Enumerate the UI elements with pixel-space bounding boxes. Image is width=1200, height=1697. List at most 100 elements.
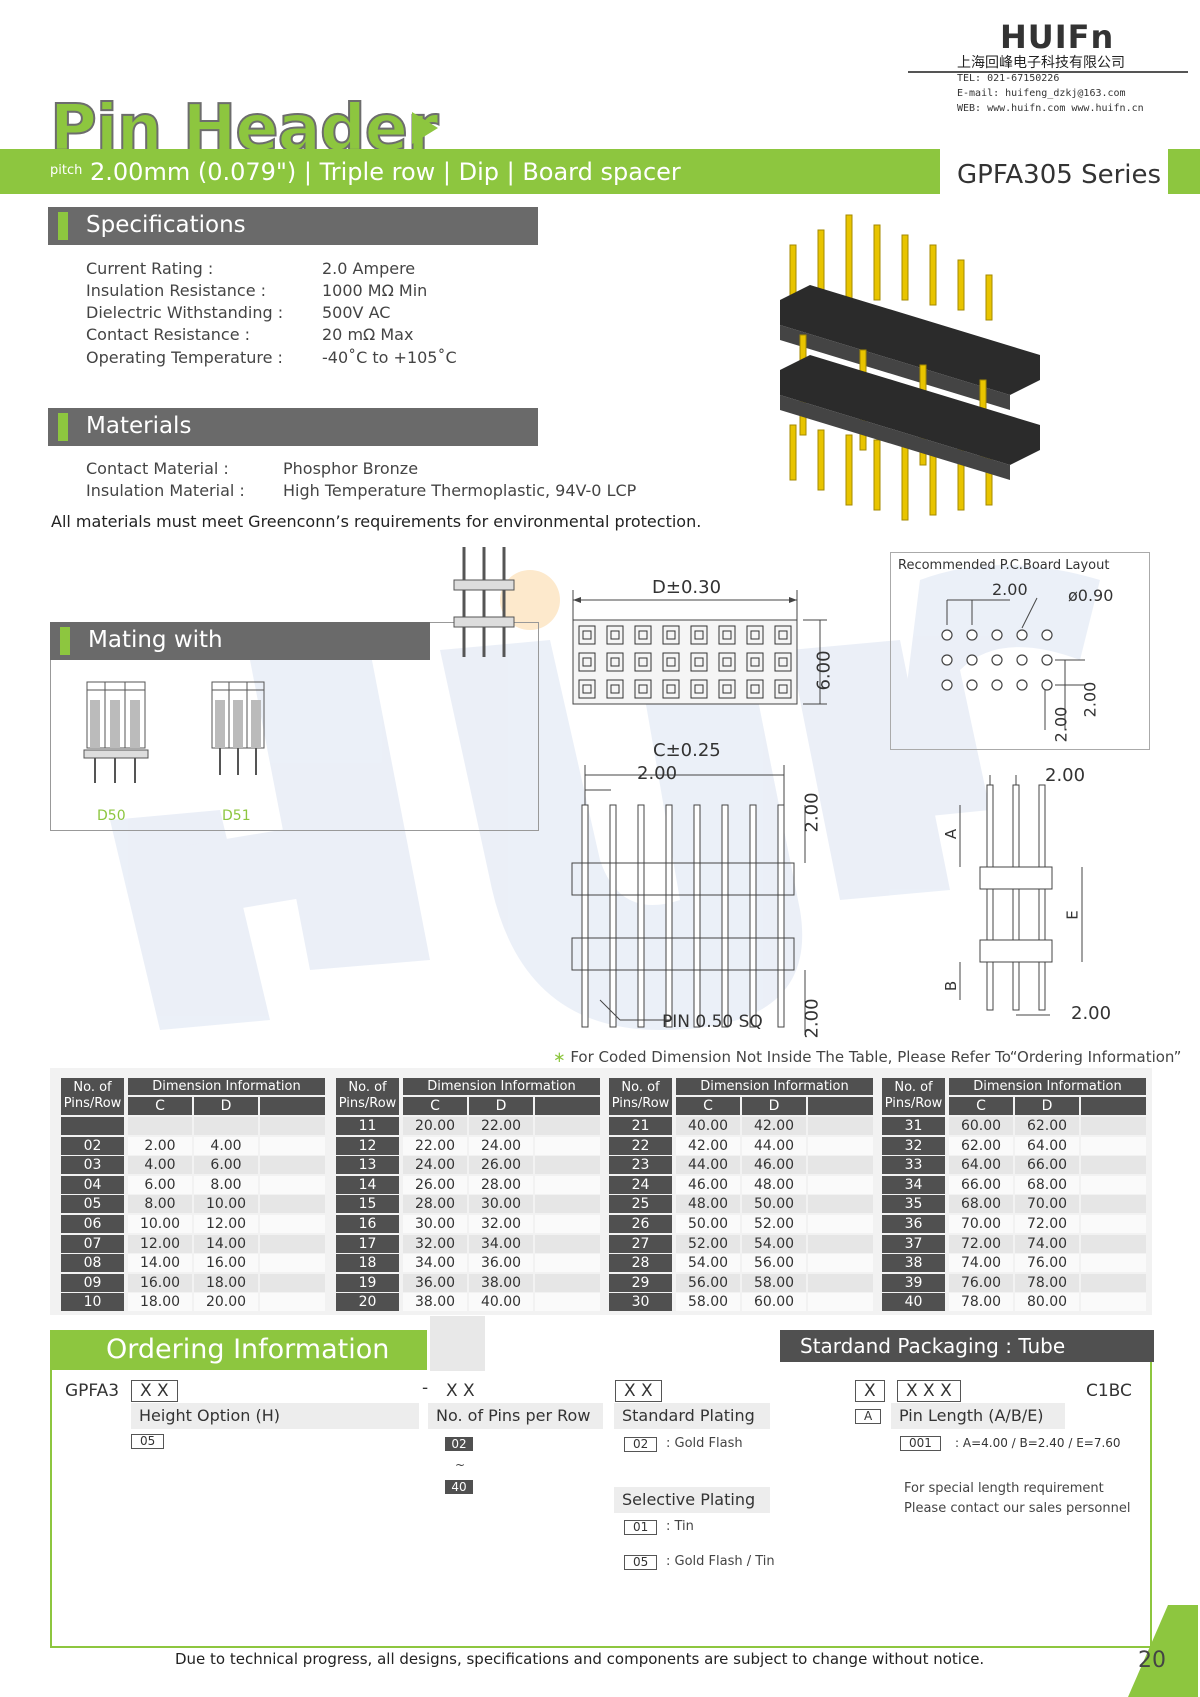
subtitle-text: 2.00mm (0.079") | Triple row | Dip | Boa… xyxy=(90,158,681,186)
cell-pins: 30 xyxy=(609,1293,672,1312)
brand-logo: HUIFn xyxy=(1000,18,1115,56)
cell-blank xyxy=(1081,1117,1146,1135)
cell-d: 80.00 xyxy=(1015,1293,1079,1312)
contact-web: WEB: www.huifn.com www.huifn.cn xyxy=(957,103,1144,114)
cell-c: 14.00 xyxy=(128,1254,192,1273)
cell-blank xyxy=(260,1293,325,1312)
top-dim-d: D±0.30 xyxy=(652,577,722,598)
cell-pins: 20 xyxy=(336,1293,399,1312)
cell-pins: 29 xyxy=(609,1273,672,1292)
front-dim-bottom: 2.00 xyxy=(801,998,823,1039)
material-value: High Temperature Thermoplastic, 94V-0 LC… xyxy=(283,481,637,500)
top-view-cell xyxy=(690,652,708,672)
header-pins-per-row: No. of Pins/Row xyxy=(609,1078,672,1115)
special-length-note-2: Please contact our sales personnel xyxy=(904,1501,1131,1516)
cell-c: 56.00 xyxy=(676,1273,740,1292)
cell-d: 74.00 xyxy=(1015,1234,1079,1253)
cell-c: 78.00 xyxy=(949,1293,1013,1312)
cell-pins: 11 xyxy=(336,1117,399,1135)
cell-blank xyxy=(1081,1156,1146,1175)
cell-pins: 24 xyxy=(609,1175,672,1194)
cell-c: 10.00 xyxy=(128,1215,192,1233)
contact-email: E-mail: huifeng_dzkj@163.com xyxy=(957,88,1126,99)
cell-d: 60.00 xyxy=(742,1293,806,1312)
cell-d: 64.00 xyxy=(1015,1136,1079,1155)
top-view-cell xyxy=(634,652,652,672)
pcb-layout-drawing xyxy=(941,597,1085,730)
spec-value: 1000 MΩ Min xyxy=(322,281,428,300)
mating-header: Mating with xyxy=(50,622,430,660)
top-view-cell xyxy=(774,652,792,672)
height-option-label: Height Option (H) xyxy=(131,1403,419,1429)
header-blank xyxy=(260,1097,325,1115)
cell-d: 58.00 xyxy=(742,1273,806,1292)
cell-c: 4.00 xyxy=(128,1156,192,1175)
cell-blank xyxy=(1081,1175,1146,1194)
top-view-cell xyxy=(606,652,624,672)
cell-d: 68.00 xyxy=(1015,1175,1079,1194)
cell-pins: 02 xyxy=(61,1136,124,1155)
material-label: Contact Material : xyxy=(86,459,229,478)
top-view-pin xyxy=(666,630,676,640)
cell-blank xyxy=(1081,1234,1146,1253)
ordering-header: Ordering Information xyxy=(50,1330,427,1370)
cell-pins: 19 xyxy=(336,1273,399,1292)
cell-blank xyxy=(260,1136,325,1155)
pcb-dim-v2: 2.00 xyxy=(1051,706,1071,743)
cell-c: 40.00 xyxy=(676,1117,740,1135)
cell-c: 6.00 xyxy=(128,1175,192,1194)
product-subtitle: pitch 2.00mm (0.079") | Triple row | Dip… xyxy=(50,158,681,186)
code-plating: X X xyxy=(615,1380,662,1402)
side-dim-top: 2.00 xyxy=(1045,765,1086,786)
cell-blank xyxy=(808,1156,873,1175)
front-dim-top: 2.00 xyxy=(801,792,823,833)
front-view-pin xyxy=(665,804,673,1028)
selective-plating-label: Selective Plating xyxy=(614,1487,770,1513)
spec-label: Operating Temperature : xyxy=(86,348,283,367)
cell-pins: 35 xyxy=(882,1195,945,1214)
cell-c: 48.00 xyxy=(676,1195,740,1214)
cell-d: 52.00 xyxy=(742,1215,806,1233)
cell-blank xyxy=(535,1156,600,1175)
header-pins-per-row: No. of Pins/Row xyxy=(336,1078,399,1115)
cell-c: 34.00 xyxy=(403,1254,467,1273)
cell-pins: 18 xyxy=(336,1254,399,1273)
cell-pins: 09 xyxy=(61,1273,124,1292)
cell-pins: 26 xyxy=(609,1215,672,1233)
material-label: Insulation Material : xyxy=(86,481,245,500)
cell-d: 24.00 xyxy=(469,1136,533,1155)
series-name: GPFA305 Series xyxy=(957,160,1162,190)
top-view-pin xyxy=(694,684,704,694)
top-view-pin xyxy=(582,657,592,667)
top-view-cell xyxy=(662,652,680,672)
cell-pins: 34 xyxy=(882,1175,945,1194)
cell-pins: 23 xyxy=(609,1156,672,1175)
cell-d: 42.00 xyxy=(742,1117,806,1135)
top-view-cell xyxy=(578,625,596,645)
selective-plating-desc-1: : Tin xyxy=(666,1519,694,1534)
cell-blank xyxy=(808,1136,873,1155)
front-view-pin xyxy=(581,804,589,1028)
pcb-dim-hole: ø0.90 xyxy=(1068,586,1114,605)
cell-d xyxy=(194,1117,258,1135)
top-view-pin xyxy=(638,657,648,667)
specifications-title: Specifications xyxy=(86,212,246,238)
top-view-drawing xyxy=(572,590,827,705)
d51-drawing xyxy=(211,681,265,775)
cell-d: 20.00 xyxy=(194,1293,258,1312)
top-view-pin xyxy=(750,657,760,667)
cell-blank xyxy=(260,1156,325,1175)
pin-length-label: Pin Length (A/B/E) xyxy=(891,1403,1065,1429)
cell-d: 36.00 xyxy=(469,1254,533,1273)
